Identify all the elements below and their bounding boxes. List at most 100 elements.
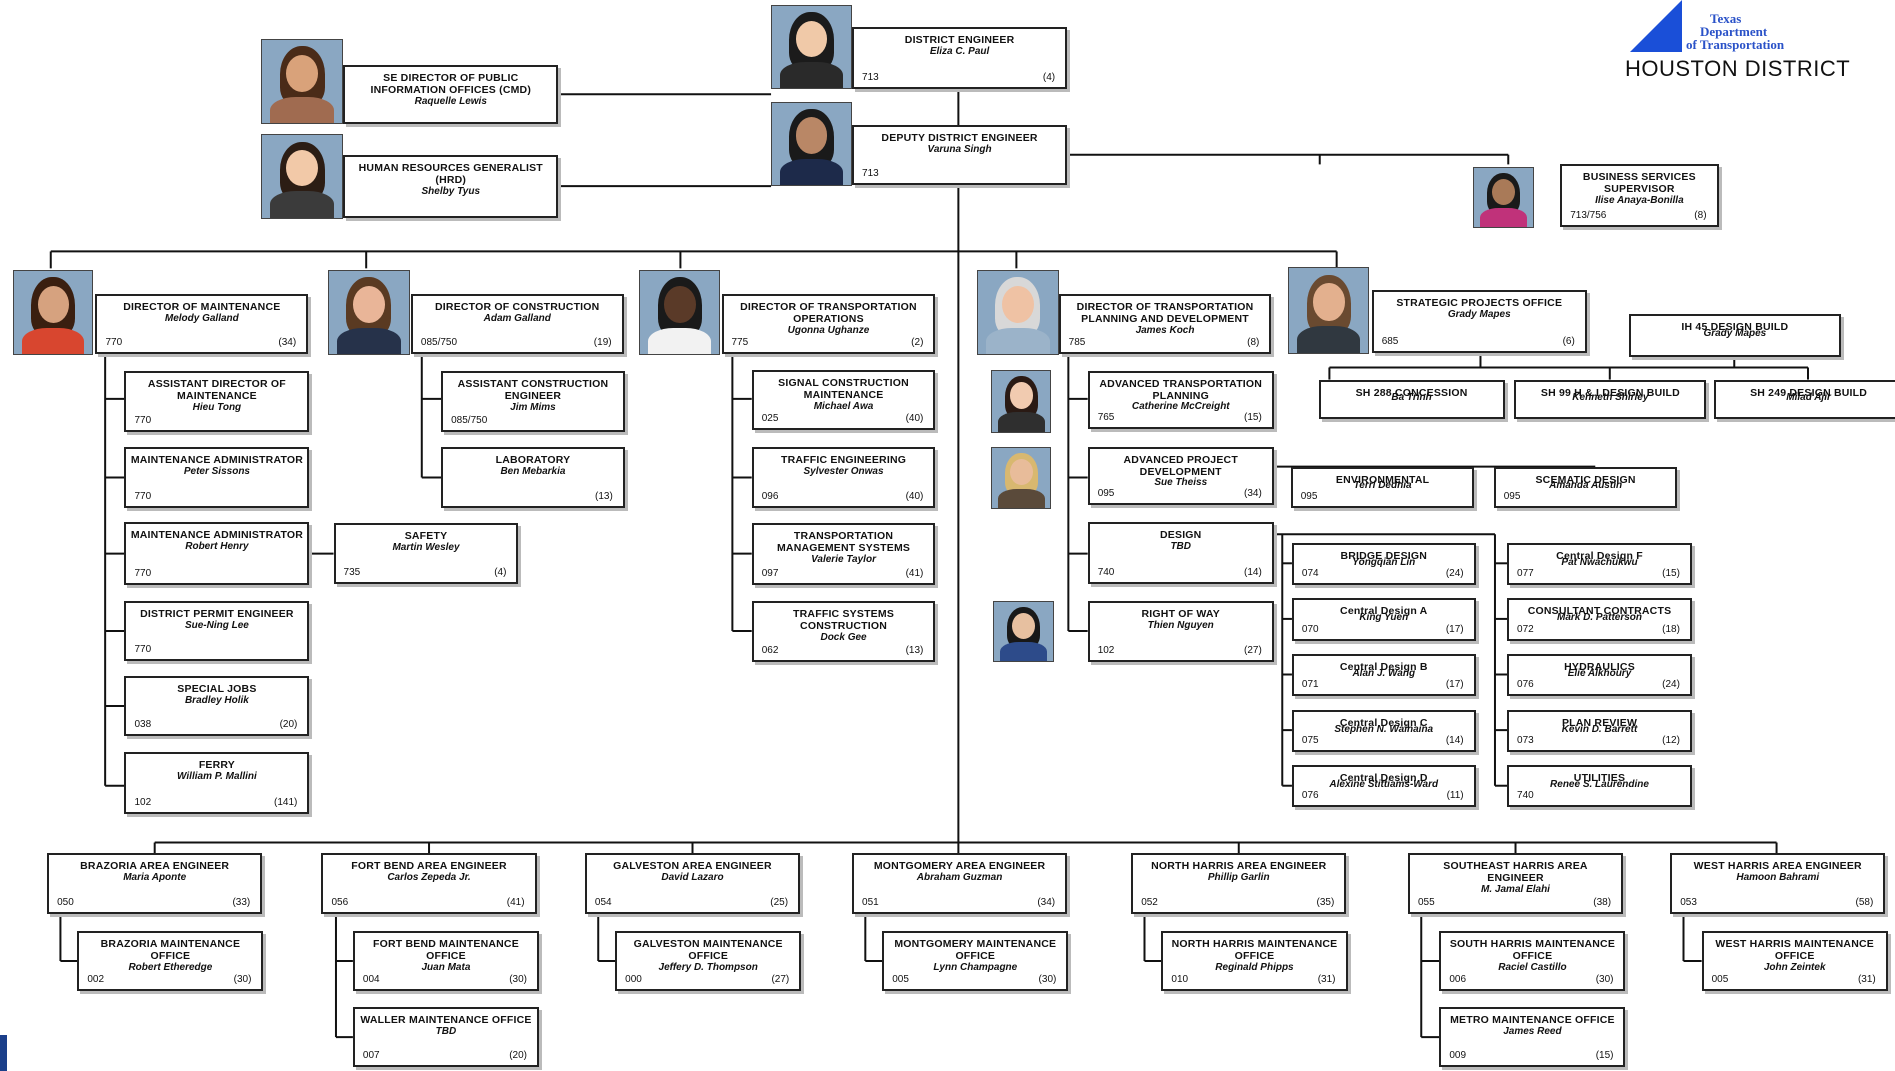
box-title: HYDRAULICS <box>1564 660 1635 673</box>
box-staff-count: (35) <box>1316 896 1335 908</box>
box-person-name: Robert Etheredge <box>128 961 213 973</box>
box-title: BRIDGE DESIGN <box>1340 549 1428 562</box>
box-person-name: James Reed <box>1503 1025 1562 1037</box>
left-accent-bar <box>0 1035 7 1071</box>
box-code: 097 <box>761 568 779 580</box>
box-staff-count: (24) <box>1662 679 1680 691</box>
box-title: FORT BEND MAINTENANCE OFFICE <box>372 937 519 962</box>
box-code: 685 <box>1381 335 1399 347</box>
box-code: 075 <box>1301 734 1319 746</box>
box-person-name: King Yuen <box>1359 612 1409 624</box>
box-person-name: Alan J. Wang <box>1352 667 1416 679</box>
box-title: BRAZORIA MAINTENANCE OFFICE <box>100 937 241 962</box>
box-code: 070 <box>1301 623 1319 635</box>
box-person-name: Melody Galland <box>164 312 239 324</box>
box-title: NORTH HARRIS AREA ENGINEER <box>1151 860 1327 873</box>
box-title: SPECIAL JOBS <box>177 682 257 695</box>
box-title: PLAN REVIEW <box>1561 716 1638 729</box>
box-staff-count: (25) <box>770 896 789 908</box>
box-code: 740 <box>1097 566 1115 578</box>
box-person-name: Juan Mata <box>421 961 471 973</box>
box-staff-count: (34) <box>1244 488 1262 500</box>
box-staff-count: (20) <box>279 719 298 731</box>
box-code: 775 <box>731 337 749 349</box>
box-staff-count: (24) <box>1445 568 1464 580</box>
box-title: GALVESTON MAINTENANCE OFFICE <box>633 937 783 962</box>
logo-text-line2: Department <box>1700 24 1768 39</box>
box-person-name: Shelby Tyus <box>421 185 481 197</box>
box-person-name: Grady Mapes <box>1703 328 1767 340</box>
box-person-name: M. Jamal Elahi <box>1481 884 1550 896</box>
box-title: DIRECTOR OF MAINTENANCE <box>123 300 281 313</box>
box-title: STRATEGIC PROJECTS OFFICE <box>1396 297 1563 310</box>
portrait-photo-pio <box>261 38 344 125</box>
box-staff-count: (12) <box>1662 734 1680 746</box>
box-title: DEPUTY DISTRICT ENGINEER <box>881 131 1038 144</box>
box-person-name: Ben Mebarkia <box>500 466 566 478</box>
box-staff-count: (11) <box>1446 790 1464 802</box>
box-person-name: Pat Nwachukwu <box>1561 556 1638 568</box>
box-person-name: Kevin D. Barrett <box>1561 723 1638 735</box>
txdot-logo: Texas Department of Transportation <box>1620 0 1860 60</box>
box-title: HUMAN RESOURCES GENERALIST (HRD) <box>358 161 543 186</box>
box-title: UTILITIES <box>1573 772 1626 785</box>
box-person-name: Eliza C. Paul <box>929 45 990 57</box>
box-person-name: Catherine McCreight <box>1131 401 1230 413</box>
box-person-name: Varuna Singh <box>927 143 992 155</box>
box-person-name: Jim Mims <box>510 402 556 414</box>
box-code: 785 <box>1068 337 1086 349</box>
box-title: GALVESTON AREA ENGINEER <box>613 860 772 873</box>
portrait-photo-hr <box>261 134 344 219</box>
portrait-photo-dto <box>639 269 721 356</box>
box-title: NORTH HARRIS MAINTENANCE OFFICE <box>1171 937 1338 962</box>
box-person-name: Dock Gee <box>820 631 867 643</box>
box-person-name: Michael Awa <box>813 400 874 412</box>
box-code: 062 <box>761 645 779 657</box>
box-staff-count: (30) <box>1595 974 1614 986</box>
box-code: 006 <box>1449 974 1467 986</box>
box-code: 074 <box>1301 568 1319 580</box>
box-title: DIRECTOR OF TRANSPORTATION PLANNING AND … <box>1076 300 1254 325</box>
box-staff-count: (6) <box>1562 335 1575 347</box>
box-staff-count: (4) <box>494 566 507 578</box>
box-code: 095 <box>1300 490 1318 502</box>
box-title: DIRECTOR OF CONSTRUCTION <box>435 300 600 313</box>
box-code: 740 <box>1517 790 1534 802</box>
box-person-name: Carlos Zepeda Jr. <box>387 872 471 884</box>
portrait-photo-bss <box>1473 166 1534 229</box>
box-person-name: Renee S. Laurendine <box>1550 779 1649 791</box>
box-staff-count: (13) <box>595 490 613 502</box>
portrait-photo-dtp <box>976 269 1059 356</box>
box-code: 007 <box>362 1050 380 1062</box>
box-code: 071 <box>1301 679 1319 691</box>
box-staff-count: (8) <box>1694 210 1707 222</box>
box-code: 077 <box>1517 568 1534 580</box>
box-person-name: Grady Mapes <box>1447 309 1511 321</box>
box-code: 052 <box>1141 896 1158 908</box>
box-person-name: Stephen N. Wainaina <box>1334 723 1434 735</box>
